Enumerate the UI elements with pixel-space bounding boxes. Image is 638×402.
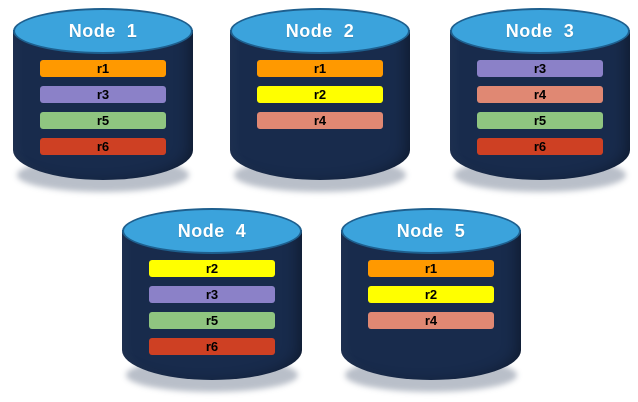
database-node-2[interactable]: Node 2 r1 r2 r4 [230,8,410,193]
database-node-4[interactable]: Node 4 r2 r3 r5 r6 [122,208,302,393]
replica-bar[interactable]: r4 [368,312,494,329]
replica-bar[interactable]: r6 [40,138,166,155]
cylinder-top-ellipse [230,8,410,54]
cylinder-top-ellipse [122,208,302,254]
replica-bar[interactable]: r4 [477,86,603,103]
cylinder-body [230,30,410,180]
replica-bar[interactable]: r2 [149,260,275,277]
replica-bar[interactable]: r3 [149,286,275,303]
replica-bar[interactable]: r5 [149,312,275,329]
database-node-1[interactable]: Node 1 r1 r3 r5 r6 [13,8,193,193]
cylinder-top-ellipse [341,208,521,254]
replica-bar[interactable]: r5 [40,112,166,129]
replica-bar[interactable]: r3 [40,86,166,103]
replica-list: r3 r4 r5 r6 [450,60,630,155]
node-label: Node 4 [177,220,247,241]
replica-list: r1 r3 r5 r6 [13,60,193,155]
cylinder-body [122,230,302,380]
replica-bar[interactable]: r1 [257,60,383,77]
replica-bar[interactable]: r4 [257,112,383,129]
cylinder-top-ellipse [13,8,193,54]
node-label: Node 3 [505,20,575,41]
replica-list: r1 r2 r4 [230,60,410,129]
replica-bar[interactable]: r6 [477,138,603,155]
replica-bar[interactable]: r1 [40,60,166,77]
database-node-3[interactable]: Node 3 r3 r4 r5 r6 [450,8,630,193]
replica-bar[interactable]: r2 [257,86,383,103]
node-label: Node 5 [396,220,466,241]
database-node-5[interactable]: Node 5 r1 r2 r4 [341,208,521,393]
cylinder-body [13,30,193,180]
cylinder-body [450,30,630,180]
replica-list: r1 r2 r4 [341,260,521,329]
cylinder-body [341,230,521,380]
replica-bar[interactable]: r1 [368,260,494,277]
replica-list: r2 r3 r5 r6 [122,260,302,355]
replica-bar[interactable]: r2 [368,286,494,303]
replica-bar[interactable]: r6 [149,338,275,355]
cylinder-top-ellipse [450,8,630,54]
replica-bar[interactable]: r3 [477,60,603,77]
replica-bar[interactable]: r5 [477,112,603,129]
node-label: Node 1 [68,20,138,41]
node-label: Node 2 [285,20,355,41]
